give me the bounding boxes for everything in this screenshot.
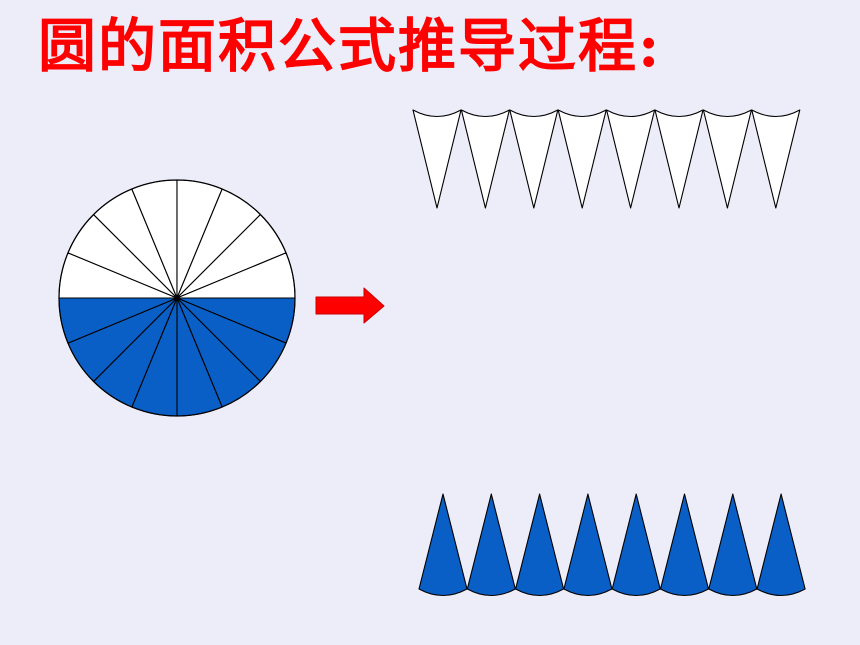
bottom-row-sector [466, 493, 516, 597]
bottom-row-sectors [418, 493, 806, 597]
top-row-sector [606, 109, 656, 209]
top-row-sector [412, 109, 462, 209]
bottom-row-sector [708, 493, 758, 597]
circle-outline [58, 179, 296, 417]
bottom-row-sector [515, 493, 565, 597]
bottom-row-sector [418, 493, 468, 597]
top-row-sector [702, 109, 752, 209]
right-arrow-icon [315, 287, 385, 324]
bottom-row-sector [563, 493, 613, 597]
top-row-sectors [412, 109, 801, 209]
top-row-sector [557, 109, 607, 209]
top-row-sector [460, 109, 510, 209]
right-arrow-icon [315, 287, 385, 324]
divided-circle [58, 179, 296, 417]
slide-title: 圆的面积公式推导过程: [38, 12, 662, 80]
bottom-row-sector [756, 493, 806, 597]
top-row-sector [509, 109, 559, 209]
bottom-row-sector [611, 493, 661, 597]
bottom-row-sector [659, 493, 710, 597]
top-row-sector [751, 109, 801, 209]
top-row-sector [654, 109, 704, 209]
